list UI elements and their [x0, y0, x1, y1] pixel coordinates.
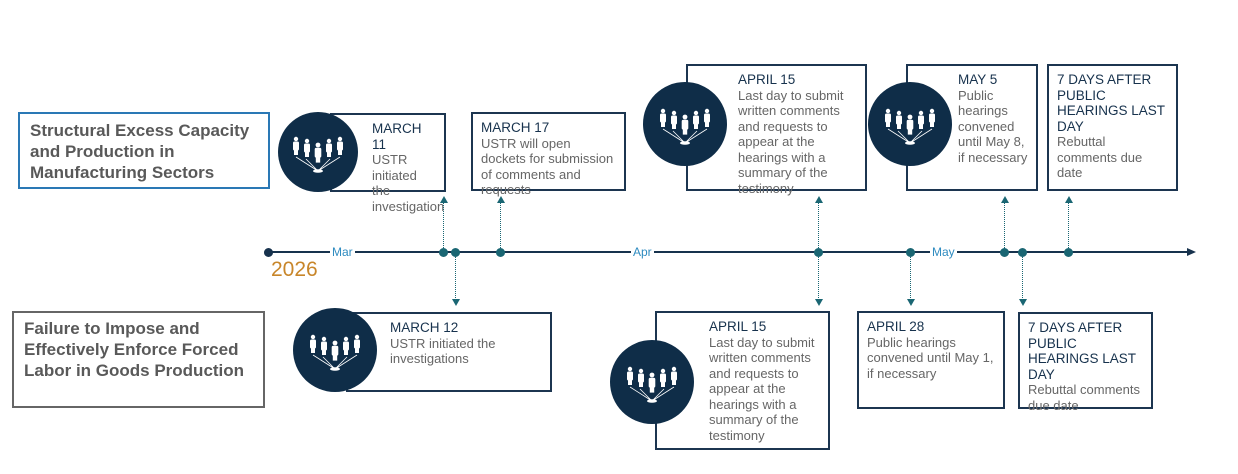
timeline-dot — [1064, 247, 1074, 257]
year-label: 2026 — [271, 258, 318, 281]
event-body: Rebuttal comments due date — [1057, 134, 1143, 180]
arrow-up-icon — [496, 196, 505, 203]
connector-line — [1022, 252, 1023, 300]
timeline-dot — [451, 247, 461, 257]
timeline-axis — [268, 251, 1188, 253]
month-label-mar: Mar — [330, 245, 355, 259]
arrow-up-icon — [439, 196, 448, 203]
connector-line — [500, 200, 501, 252]
arrow-down-icon — [1018, 299, 1027, 306]
connector-line — [443, 200, 444, 252]
event-body: Last day to submit written comments and … — [709, 334, 815, 443]
month-label-may: May — [930, 245, 957, 259]
arrow-down-icon — [906, 299, 915, 306]
timeline-dot — [1018, 247, 1028, 257]
event-title: 7 DAYS AFTER PUBLIC HEARINGS LAST DAY — [1028, 320, 1136, 382]
event-body: Rebuttal comments due date — [1028, 382, 1140, 413]
arrow-up-icon — [814, 196, 823, 203]
event-title: MARCH 11 — [372, 121, 422, 152]
event-title: APRIL 15 — [709, 319, 767, 334]
event-title: APRIL 28 — [867, 319, 925, 334]
event-body: USTR will open dockets for submission of… — [481, 135, 614, 198]
timeline-dot — [496, 247, 506, 257]
people-network-icon — [293, 308, 377, 392]
event-body: USTR initiated the investigations — [390, 335, 496, 367]
timeline-dot — [1000, 247, 1010, 257]
arrow-down-icon — [814, 299, 823, 306]
connector-line — [910, 252, 911, 300]
event-title: MAY 5 — [958, 72, 998, 87]
event-body: Public hearings convened until May 8, if… — [958, 87, 1028, 165]
event-body: Public hearings convened until May 1, if… — [867, 334, 994, 381]
category-label-bottom: Failure to Impose and Effectively Enforc… — [12, 311, 265, 408]
event-body: USTR initiated the investigation — [372, 152, 445, 214]
axis-start-dot — [264, 248, 273, 257]
arrow-down-icon — [451, 299, 460, 306]
arrow-up-icon — [1000, 196, 1009, 203]
connector-line — [1068, 200, 1069, 252]
event-title: APRIL 15 — [738, 72, 796, 87]
connector-line — [1004, 200, 1005, 252]
arrow-up-icon — [1064, 196, 1073, 203]
connector-line — [818, 200, 819, 252]
connector-line — [455, 252, 456, 300]
connector-line — [818, 252, 819, 300]
event-title: 7 DAYS AFTER PUBLIC HEARINGS LAST DAY — [1057, 72, 1165, 134]
event-title: MARCH 17 — [481, 120, 550, 135]
people-network-icon — [610, 340, 694, 424]
timeline-dot — [906, 247, 916, 257]
category-label-top: Structural Excess Capacity and Productio… — [18, 112, 270, 189]
people-network-icon — [278, 112, 358, 192]
people-network-icon — [643, 82, 727, 166]
timeline-dot — [814, 247, 824, 257]
people-network-icon — [868, 82, 952, 166]
axis-arrow-icon — [1187, 248, 1196, 256]
event-body: Last day to submit written comments and … — [738, 87, 844, 196]
event-title: MARCH 12 — [390, 320, 459, 335]
month-label-apr: Apr — [631, 245, 654, 259]
timeline-dot — [439, 247, 449, 257]
